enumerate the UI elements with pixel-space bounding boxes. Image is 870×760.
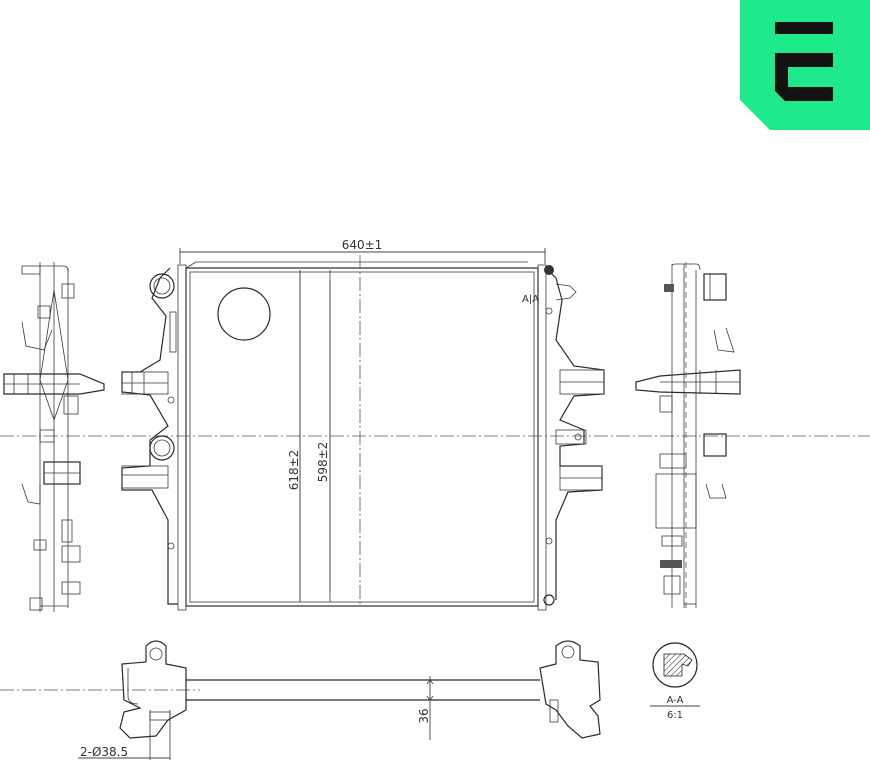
section-a-a: A-A 6:1 [650, 642, 700, 721]
right-side-view [635, 262, 741, 612]
section-title: A-A [667, 695, 684, 706]
section-marker: A|A [522, 294, 539, 305]
left-side-view [3, 262, 105, 612]
width-dimension: 640±1 [342, 238, 383, 252]
inner-height-dimension: 598±2 [316, 442, 330, 483]
outlet-diameter-dimension: 2-Ø38.5 [80, 745, 128, 759]
bottom-view: 36 2-Ø38.5 [0, 640, 601, 760]
front-view: 640±1 618±2 598±2 A|A [0, 238, 870, 611]
brand-logo [740, 0, 870, 130]
thickness-dimension: 36 [417, 708, 431, 723]
section-scale: 6:1 [667, 710, 683, 721]
outer-height-dimension: 618±2 [287, 450, 301, 491]
